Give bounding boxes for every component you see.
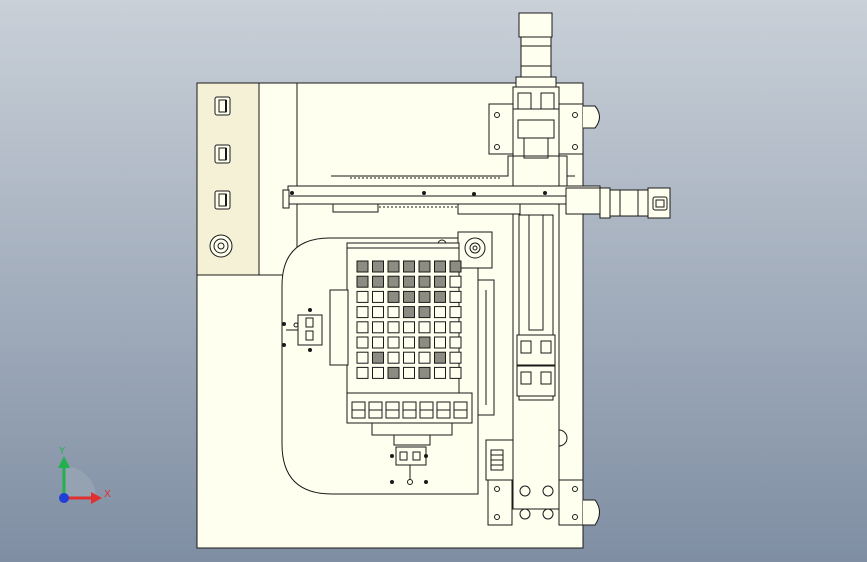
tray-cell bbox=[449, 321, 462, 334]
tray-slot-row bbox=[351, 401, 468, 419]
x-axis-servo-motor[interactable] bbox=[599, 187, 671, 219]
tray-cell bbox=[403, 351, 415, 364]
tray-cell bbox=[434, 351, 446, 364]
tray-cell bbox=[356, 351, 369, 364]
tray-cell bbox=[387, 260, 400, 273]
z-axis-dot bbox=[59, 493, 69, 503]
tray-cell bbox=[418, 366, 431, 379]
y-axis-arrowhead bbox=[58, 456, 70, 468]
tray-cell bbox=[434, 275, 446, 288]
tray-cell bbox=[372, 260, 384, 273]
tray-cell bbox=[403, 336, 415, 349]
tray-cell bbox=[418, 290, 431, 303]
tray-cell bbox=[418, 275, 431, 288]
tray-cell bbox=[449, 275, 462, 288]
tray-cell bbox=[372, 336, 384, 349]
tray-cell bbox=[356, 306, 369, 319]
tray-cell bbox=[372, 306, 384, 319]
tray-cell bbox=[434, 321, 446, 334]
tray-grid bbox=[356, 260, 462, 379]
tray-cell bbox=[434, 306, 446, 319]
bumper-bottom-right bbox=[583, 499, 600, 526]
tray-cell bbox=[403, 290, 415, 303]
tray-cell bbox=[403, 275, 415, 288]
panel-button-2[interactable] bbox=[214, 144, 231, 164]
tray-cell bbox=[387, 351, 400, 364]
y-axis-linear-module[interactable] bbox=[487, 86, 584, 526]
emergency-stop-knob[interactable] bbox=[209, 234, 233, 258]
tray-cell bbox=[418, 306, 431, 319]
tray-cell bbox=[418, 260, 431, 273]
tray-cell bbox=[449, 306, 462, 319]
tray-cell bbox=[387, 366, 400, 379]
tray-cell bbox=[387, 290, 400, 303]
tray-cell bbox=[418, 351, 431, 364]
tray-cell bbox=[387, 336, 400, 349]
triad-base-arc bbox=[64, 466, 96, 498]
material-tray[interactable] bbox=[329, 242, 495, 485]
tray-cell bbox=[356, 260, 369, 273]
tray-cell bbox=[356, 290, 369, 303]
panel-button-3[interactable] bbox=[214, 190, 231, 210]
tray-cell bbox=[372, 275, 384, 288]
x-axis-gantry[interactable] bbox=[282, 155, 601, 215]
tray-cell bbox=[403, 306, 415, 319]
panel-cover-strip bbox=[258, 82, 298, 276]
tray-cell bbox=[434, 290, 446, 303]
tray-cell bbox=[356, 321, 369, 334]
top-servo-motor[interactable] bbox=[515, 12, 557, 88]
tray-cell bbox=[403, 321, 415, 334]
tray-cell bbox=[372, 290, 384, 303]
machine-assembly[interactable] bbox=[196, 12, 671, 549]
tray-cell bbox=[387, 321, 400, 334]
tray-cell bbox=[418, 336, 431, 349]
sensor-bracket[interactable] bbox=[485, 439, 514, 481]
tray-cell bbox=[356, 336, 369, 349]
left-clamp[interactable] bbox=[282, 308, 323, 352]
tray-cell bbox=[387, 306, 400, 319]
x-axis-label: X bbox=[104, 489, 111, 500]
tray-cell bbox=[372, 321, 384, 334]
axis-triad: Y X bbox=[58, 446, 111, 504]
tray-cell bbox=[434, 260, 446, 273]
tray-cell bbox=[372, 351, 384, 364]
tray-cell bbox=[434, 366, 446, 379]
bumper-top-right bbox=[583, 105, 600, 129]
tray-cell bbox=[387, 275, 400, 288]
tray-cell bbox=[418, 321, 431, 334]
tray-cell bbox=[449, 351, 462, 364]
panel-button-1[interactable] bbox=[214, 96, 231, 116]
tray-cell bbox=[449, 336, 462, 349]
tray-cell bbox=[403, 260, 415, 273]
tray-cell bbox=[449, 260, 462, 273]
tray-cell bbox=[449, 290, 462, 303]
x-axis-arrowhead bbox=[91, 492, 102, 504]
tray-cell bbox=[449, 366, 462, 379]
tray-cell bbox=[434, 336, 446, 349]
tray-cell bbox=[356, 275, 369, 288]
tray-cell bbox=[403, 366, 415, 379]
y-axis-label: Y bbox=[58, 446, 66, 457]
tray-cell bbox=[356, 366, 369, 379]
tray-cell bbox=[372, 366, 384, 379]
